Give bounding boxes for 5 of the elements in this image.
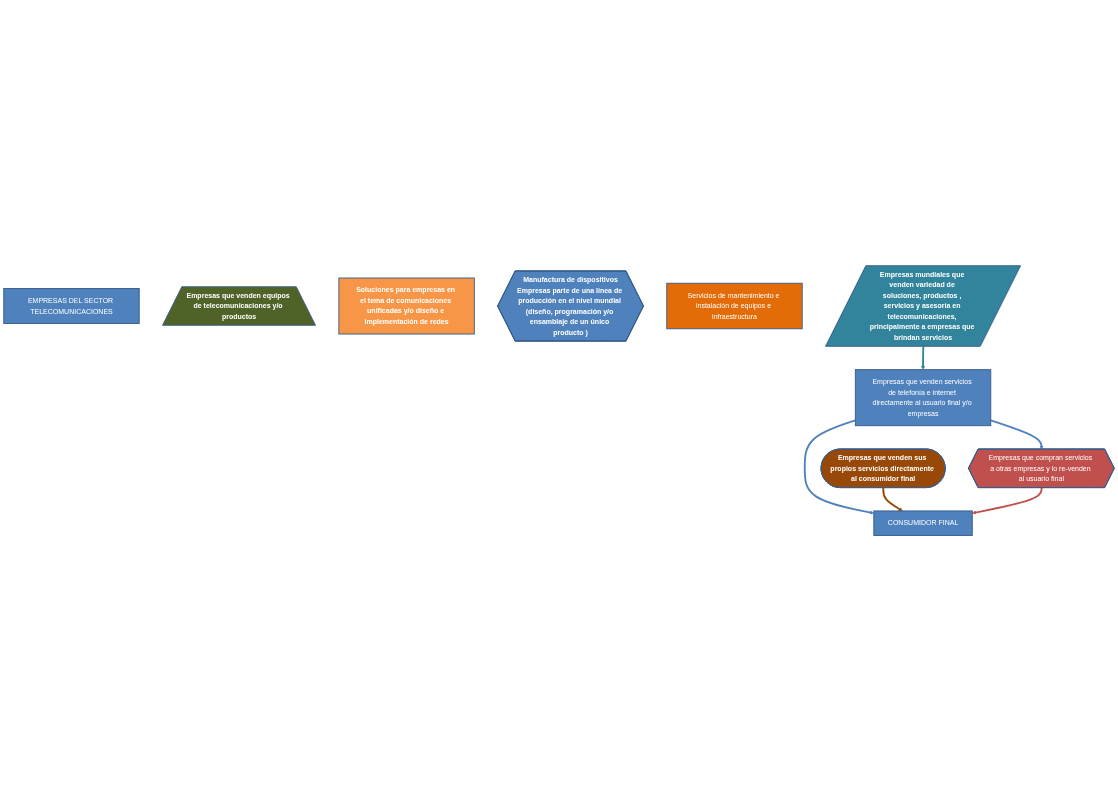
arrow — [921, 346, 926, 371]
arrow — [989, 419, 1044, 450]
arrow — [803, 419, 874, 515]
arrow — [972, 487, 1043, 515]
arrow — [882, 487, 903, 512]
